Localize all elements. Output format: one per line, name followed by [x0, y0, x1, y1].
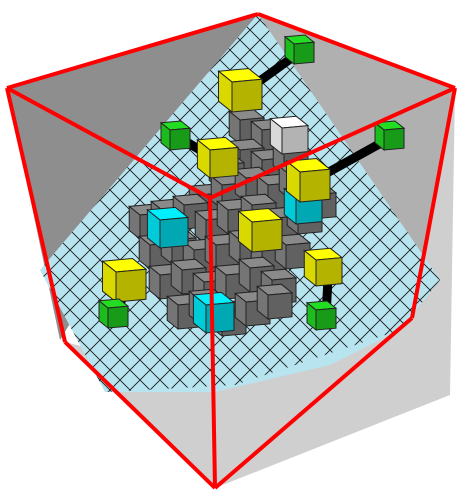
green-end-cube[interactable]	[305, 300, 338, 332]
yellow-cube[interactable]	[285, 157, 332, 204]
container-edge	[213, 316, 414, 490]
yellow-cube[interactable]	[303, 247, 344, 288]
container-edge	[63, 340, 217, 490]
container-edge	[6, 12, 259, 90]
yellow-cube[interactable]	[196, 136, 240, 180]
container-edge	[209, 86, 456, 200]
green-end-cube[interactable]	[283, 34, 316, 66]
container-edge	[5, 87, 67, 343]
yellow-cube[interactable]	[217, 67, 264, 114]
container-edges	[5, 12, 457, 490]
white-cube[interactable]	[269, 115, 310, 156]
yellow-cube[interactable]	[101, 257, 148, 304]
green-end-cube[interactable]	[373, 120, 406, 152]
cyan-cube[interactable]	[146, 206, 190, 250]
yellow-cube[interactable]	[237, 207, 284, 254]
container-edge	[6, 86, 211, 200]
container-edge	[208, 197, 217, 489]
end-cubes[interactable]	[97, 34, 406, 332]
gray-cube[interactable]	[255, 283, 294, 321]
container-edge	[410, 87, 457, 319]
container-edge	[257, 12, 456, 90]
green-end-cube[interactable]	[97, 298, 130, 330]
green-end-cube[interactable]	[159, 120, 192, 152]
